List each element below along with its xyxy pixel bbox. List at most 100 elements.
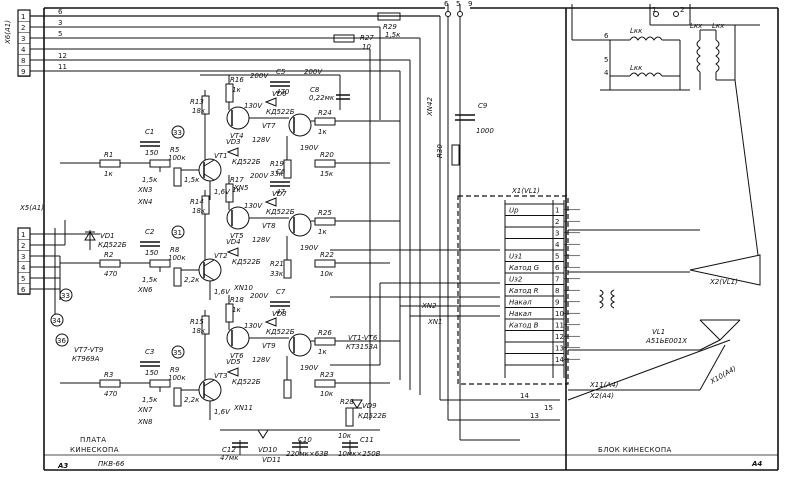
pin-number: 9 xyxy=(555,299,559,307)
coil-lkx-2 xyxy=(715,39,720,73)
node-voltage-a: 130V xyxy=(244,322,263,330)
num-13: 13 xyxy=(530,412,539,420)
svg-text:9: 9 xyxy=(468,0,472,8)
pin-label: Накал xyxy=(509,310,532,318)
input-cap-label: C1 xyxy=(145,128,154,136)
xn-test-label: ХN3 xyxy=(137,186,153,194)
xn1-label: ХN1 xyxy=(427,318,443,326)
pin-number: 7 xyxy=(555,276,559,284)
pot-shunt-value: 1,5к xyxy=(142,276,158,284)
defl-pin-5: 5 xyxy=(604,56,608,64)
tp-33-left: 33 xyxy=(61,292,70,300)
xn-test-label: ХN7 xyxy=(137,406,153,414)
diode-a-label: VD4 xyxy=(226,238,241,246)
pin-number: 11 xyxy=(555,322,564,330)
output-resistor2-label: R23 xyxy=(320,371,334,379)
tp-36-left: 36 xyxy=(57,337,66,345)
vd1-type: КД522Б xyxy=(98,241,127,249)
input-cap-value: 150 xyxy=(145,149,159,157)
r27-resistor xyxy=(333,34,355,43)
load-resistor-value: 18к xyxy=(192,107,206,115)
x5-pin-4: 4 xyxy=(21,264,26,272)
emitter-resistor-label: R21 xyxy=(270,260,284,268)
top-voltage: 200V xyxy=(250,72,269,80)
x6-pin-8: 8 xyxy=(21,57,25,65)
collector-resistor-value: 1к xyxy=(232,86,241,94)
c9-r30-group: C9 1000 R30 ХN42 xyxy=(426,97,494,166)
vt-series-type: КТ969А xyxy=(72,355,100,363)
plate-title-1: ПЛАТА xyxy=(80,436,106,444)
connector-x5-label: Х5(А1) xyxy=(19,204,44,212)
output-resistor2-label: R20 xyxy=(320,151,334,159)
input-resistor-label: R3 xyxy=(104,371,113,379)
r29-resistor xyxy=(377,12,401,21)
x6-pin-3: 3 xyxy=(21,35,25,43)
xn2-label: ХN2 xyxy=(421,302,437,310)
pin-label: Катод G xyxy=(509,264,540,272)
transistor-a-label: VT1 xyxy=(214,152,228,160)
pot-label: R8 xyxy=(170,246,180,254)
output-resistor-label: R24 xyxy=(318,109,332,117)
emitter-voltage: 1,6V xyxy=(214,188,231,196)
emitter-resistor-label: R19 xyxy=(270,160,284,168)
pin-number: 1 xyxy=(555,207,559,215)
c11-value: 10мк×250В xyxy=(338,450,381,458)
diode-b-label: VD7 xyxy=(272,190,287,198)
x11-label: Х11(А4) xyxy=(589,381,619,389)
x1-label: Х1(VL1) xyxy=(511,187,540,195)
pin-label: Uз1 xyxy=(509,253,522,261)
x6-wire-11: 11 xyxy=(58,63,67,71)
output-resistor-value: 1к xyxy=(318,348,327,356)
pin-label: Накал xyxy=(509,299,532,307)
diode-b-label: VD6 xyxy=(272,90,287,98)
diode-a-type: КД522Б xyxy=(232,258,261,266)
top-cap-label: C7 xyxy=(276,288,286,296)
pot-shunt-value: 1,5к xyxy=(142,176,158,184)
input-resistor-value: 470 xyxy=(104,390,118,398)
top-cap-label: C5 xyxy=(276,68,286,76)
c9-label: C9 xyxy=(478,102,488,110)
input-cap-label: C3 xyxy=(145,348,154,356)
coil-lkx-label-1: Lкх xyxy=(690,22,703,30)
input-cap-label: C2 xyxy=(145,228,155,236)
pin-row: 3 xyxy=(504,226,580,239)
transistor-c-label: VT8 xyxy=(262,222,276,230)
pin-number: 4 xyxy=(555,241,560,249)
node-voltage-a: 130V xyxy=(244,102,263,110)
x12-label: Х2(А4) xyxy=(589,392,614,400)
diode-a-label: VD5 xyxy=(226,358,241,366)
load-resistor-label: R15 xyxy=(190,318,204,326)
plate-id: А3 xyxy=(57,462,68,470)
pin-number: 2 xyxy=(555,218,559,226)
defl-pin-2: 2 xyxy=(680,6,684,14)
defl-pin-6: 6 xyxy=(604,32,609,40)
defl-pin-1: 1 xyxy=(652,6,656,14)
emitter-resistor-value: 33к xyxy=(270,170,284,178)
collector-resistor-label: R17 xyxy=(230,176,244,184)
transistor-c-label: VT9 xyxy=(262,342,276,350)
node-voltage-a: 130V xyxy=(244,202,263,210)
top-cap-value: 47 xyxy=(276,188,285,196)
c8-voltage: 200V xyxy=(304,68,323,76)
pin-row: 12 xyxy=(504,330,580,343)
pin-number: 12 xyxy=(555,333,564,341)
output-resistor2-label: R22 xyxy=(320,251,334,259)
r27-value: 10 xyxy=(362,43,371,51)
vd10-label: VD10 xyxy=(258,446,278,454)
deflection-coils: 1 2 Lкк Lкк 6 5 4 Lкх Lкх xyxy=(571,4,761,271)
diode-b-type: КД522Б xyxy=(266,108,295,116)
collector-resistor-value: 1к xyxy=(232,306,241,314)
diode-a-type: КД522Б xyxy=(232,158,261,166)
transistor-b-label: VT5 xyxy=(230,232,244,240)
pin-row: Накал 9 xyxy=(504,295,580,308)
x6-pin-2: 2 xyxy=(21,24,25,32)
num-14: 14 xyxy=(520,392,529,400)
x5-pin-1: 1 xyxy=(21,231,25,239)
